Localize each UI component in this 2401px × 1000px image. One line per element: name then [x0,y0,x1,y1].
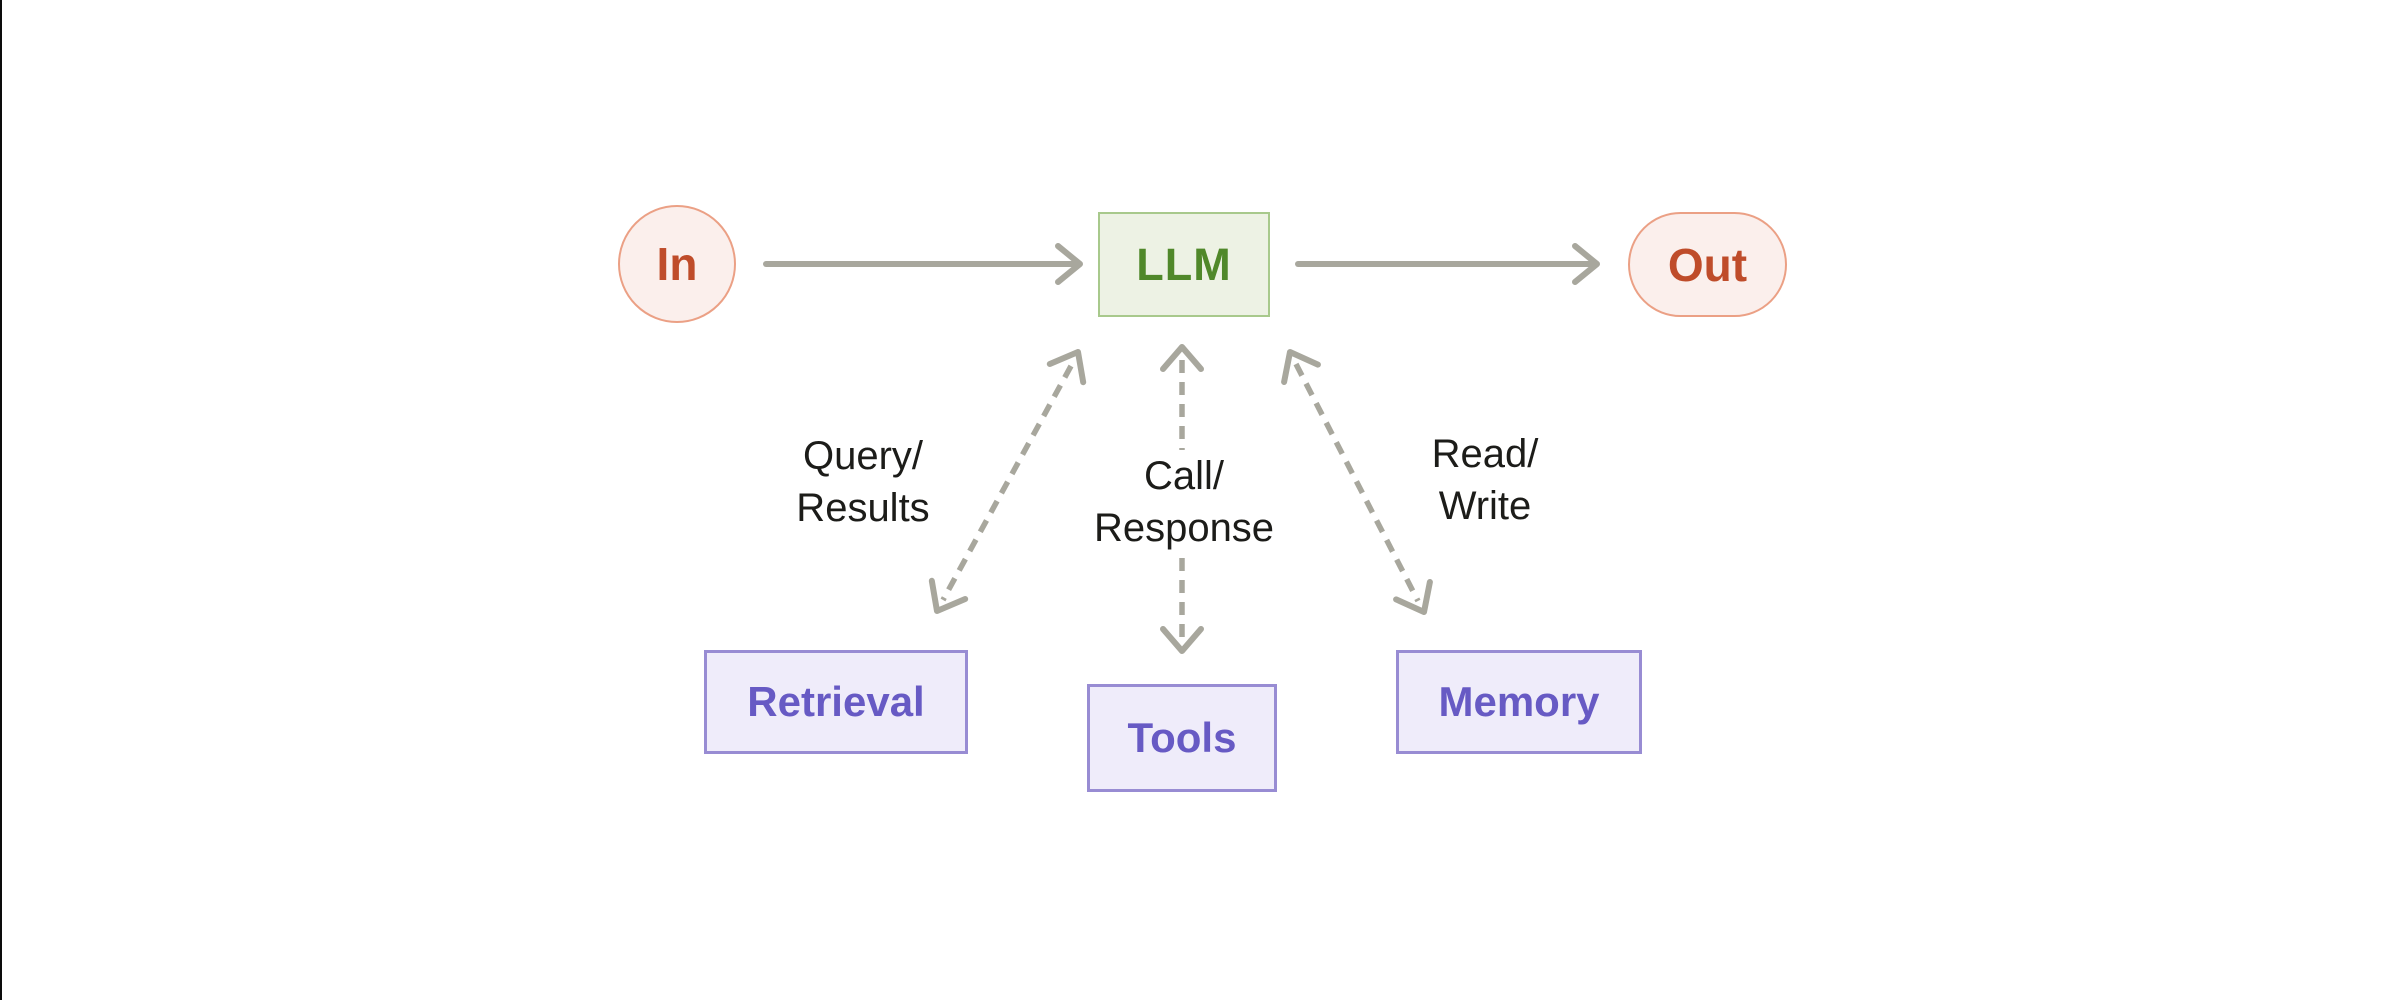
arrow-head-up-icon [1046,349,1087,386]
arrow-head-up-icon [1160,344,1204,372]
connector-llm-to-out [1295,243,1600,285]
node-memory-label: Memory [1438,678,1600,725]
node-retrieval: Retrieval [704,650,968,754]
node-out: Out [1628,212,1787,317]
edge-label-line: Call/ [1143,454,1225,498]
arrow-head-right-icon [1055,243,1083,285]
edge-label-line: Response [1093,506,1275,550]
node-llm: LLM [1098,212,1270,317]
node-in: In [618,205,736,323]
node-out-label: Out [1667,238,1748,291]
node-in-label: In [656,238,698,290]
arrow-head-right-icon [1572,243,1600,285]
node-retrieval-label: Retrieval [747,678,925,725]
edge-label-line: Read/ [1431,432,1539,476]
window-left-edge-line [0,0,2,1000]
node-tools: Tools [1087,684,1277,792]
node-llm-label: LLM [1136,238,1232,290]
arrow-head-down-icon [1393,579,1433,615]
connector-llm-memory [1281,349,1433,615]
arrow-head-down-icon [1160,626,1204,654]
edge-label-query-results: Query/ Results [786,430,940,534]
arrow-head-up-icon [1281,349,1321,385]
connector-llm-retrieval [928,349,1087,614]
edge-label-call-response: Call/ Response [1083,450,1285,554]
node-tools-label: Tools [1127,714,1237,761]
edge-label-line: Results [796,486,930,530]
edge-label-read-write: Read/ Write [1421,428,1549,532]
connector-in-to-llm [763,243,1083,285]
node-memory: Memory [1396,650,1642,754]
edge-label-line: Write [1438,484,1532,528]
arrow-head-down-icon [928,577,969,614]
edge-label-line: Query/ [802,434,924,478]
